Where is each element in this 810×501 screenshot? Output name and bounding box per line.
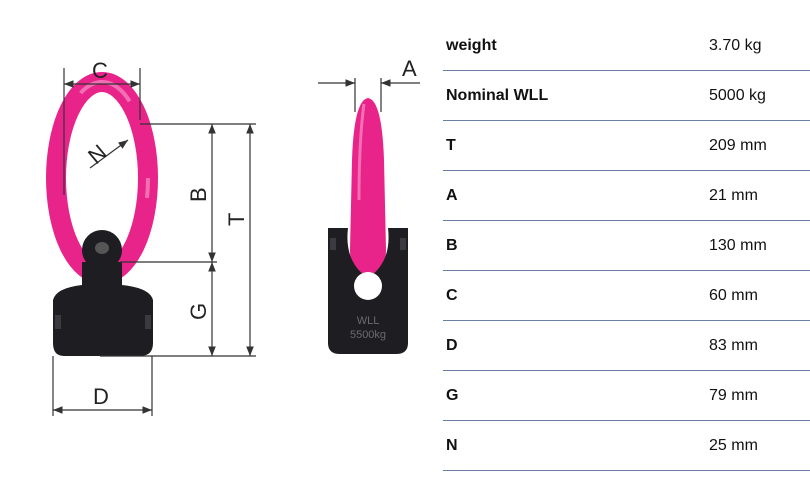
front-dimension-lines [52, 68, 256, 416]
spec-value: 130 mm [706, 220, 810, 271]
side-view: WLL 5500kg [328, 98, 408, 354]
dim-label-d: D [93, 384, 109, 409]
side-ring [350, 98, 386, 278]
spec-value: 83 mm [706, 320, 810, 371]
front-view [46, 72, 158, 356]
spec-value: 60 mm [706, 270, 810, 321]
dim-label-b: B [186, 187, 211, 202]
dim-label-g: G [186, 303, 211, 320]
spec-label: Nominal WLL [443, 70, 706, 121]
dim-label-n: N [83, 139, 111, 168]
spec-label: T [443, 120, 706, 171]
spec-label: weight [443, 21, 706, 71]
body-marking-wll: WLL [357, 315, 380, 327]
spec-label: A [443, 170, 706, 221]
spec-value: 21 mm [706, 170, 810, 221]
spec-value: 3.70 kg [706, 21, 810, 71]
spec-label: C [443, 270, 706, 321]
spec-label: D [443, 320, 706, 371]
front-body [53, 262, 153, 356]
dim-label-a: A [402, 56, 417, 81]
dim-label-t: T [224, 213, 249, 226]
spec-label: G [443, 370, 706, 421]
spec-value: 25 mm [706, 420, 810, 471]
spec-value: 209 mm [706, 120, 810, 171]
body-marking-5500kg: 5500kg [350, 329, 386, 341]
side-dimension-lines [318, 78, 420, 112]
spec-label: N [443, 420, 706, 471]
spec-label: B [443, 220, 706, 271]
spec-value: 5000 kg [706, 70, 810, 121]
dim-label-c: C [92, 58, 108, 83]
spec-value: 79 mm [706, 370, 810, 421]
technical-drawing: C N B G T D WLL 5500kg A [46, 56, 420, 416]
